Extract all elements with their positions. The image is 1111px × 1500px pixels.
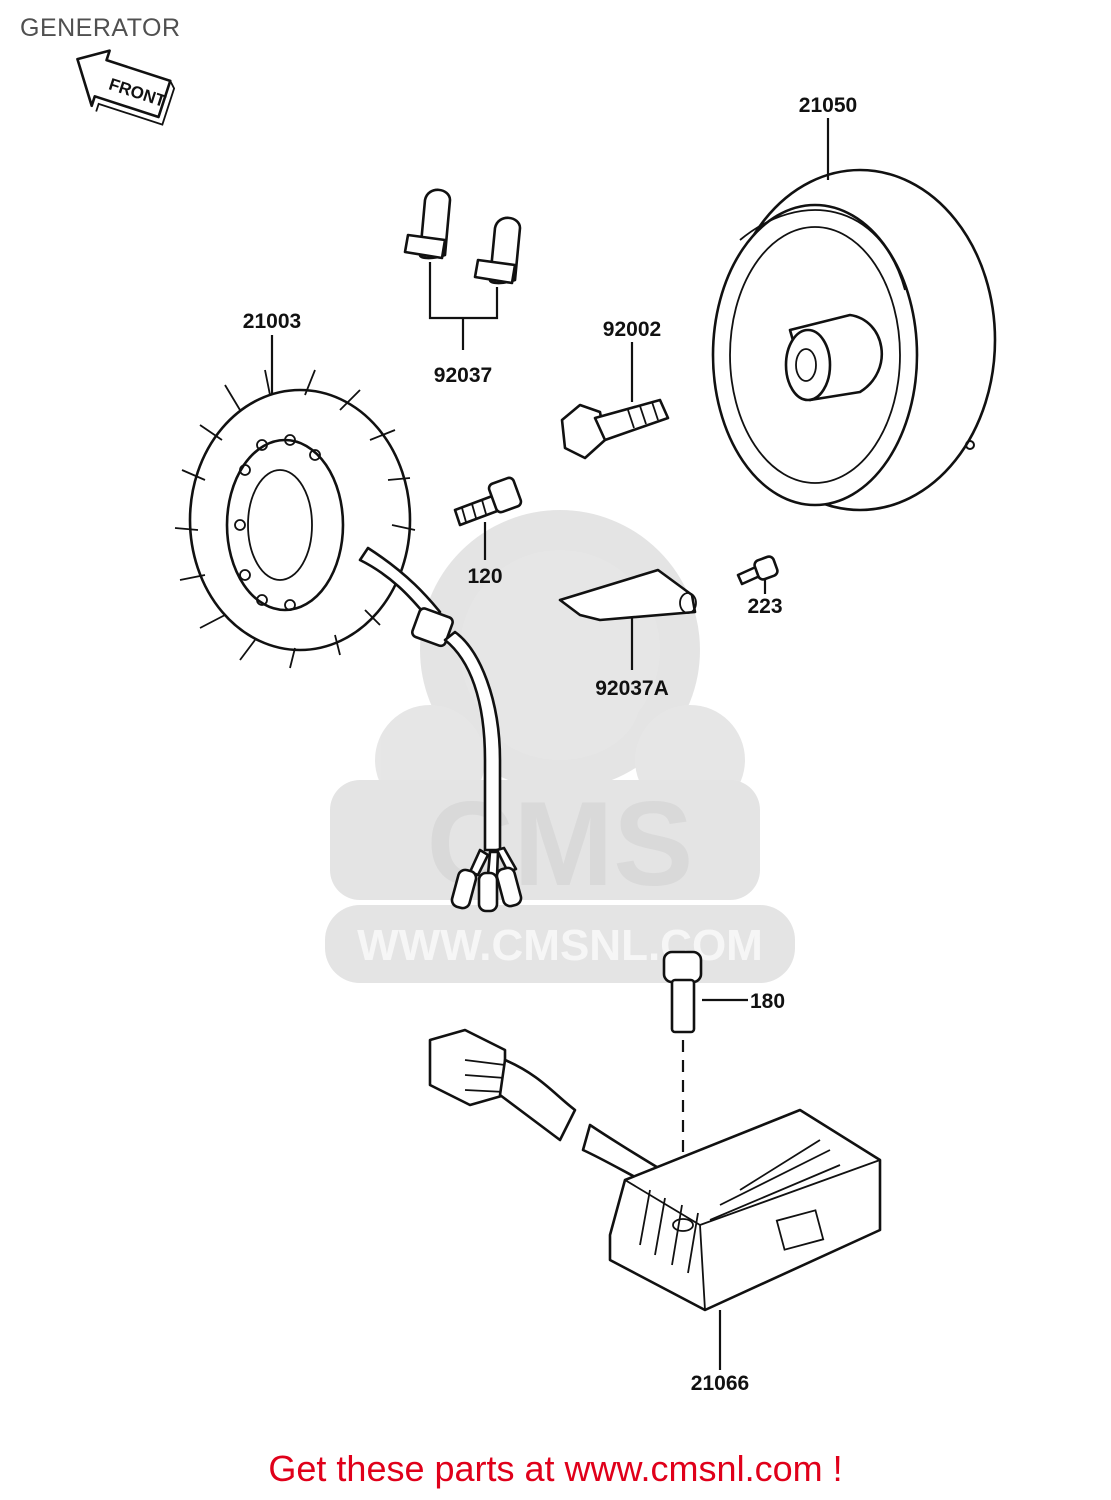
- flange-bolt-92002[interactable]: [560, 398, 670, 460]
- front-direction-arrow: FRONT: [76, 49, 176, 126]
- socket-bolt-120[interactable]: [453, 476, 523, 527]
- regulator-bolt-180[interactable]: [662, 950, 703, 1034]
- part-number-120: 120: [467, 565, 502, 588]
- promo-footer-link[interactable]: Get these parts at www.cmsnl.com !: [268, 1448, 843, 1489]
- part-number-92037: 92037: [434, 364, 492, 387]
- part-number-21050: 21050: [799, 94, 857, 117]
- stator-coil-21003[interactable]: [174, 369, 523, 913]
- regulator-rectifier-21066[interactable]: [428, 1028, 882, 1312]
- clamp-plate-92037A[interactable]: [558, 568, 697, 622]
- part-number-21003: 21003: [243, 310, 301, 333]
- part-number-223: 223: [747, 595, 782, 618]
- flywheel-rotor-21050[interactable]: [711, 168, 997, 512]
- page-title: GENERATOR: [20, 14, 181, 42]
- part-number-92037A: 92037A: [595, 677, 669, 700]
- cms-mascot-icon: [375, 510, 745, 815]
- clamp-pair-92037[interactable]: [403, 188, 522, 285]
- cms-watermark: CMS WWW.CMSNL.COM: [325, 510, 795, 983]
- part-number-92002: 92002: [603, 318, 661, 341]
- part-number-180: 180: [750, 990, 785, 1013]
- small-screw-223[interactable]: [736, 555, 779, 586]
- part-number-21066: 21066: [691, 1372, 749, 1395]
